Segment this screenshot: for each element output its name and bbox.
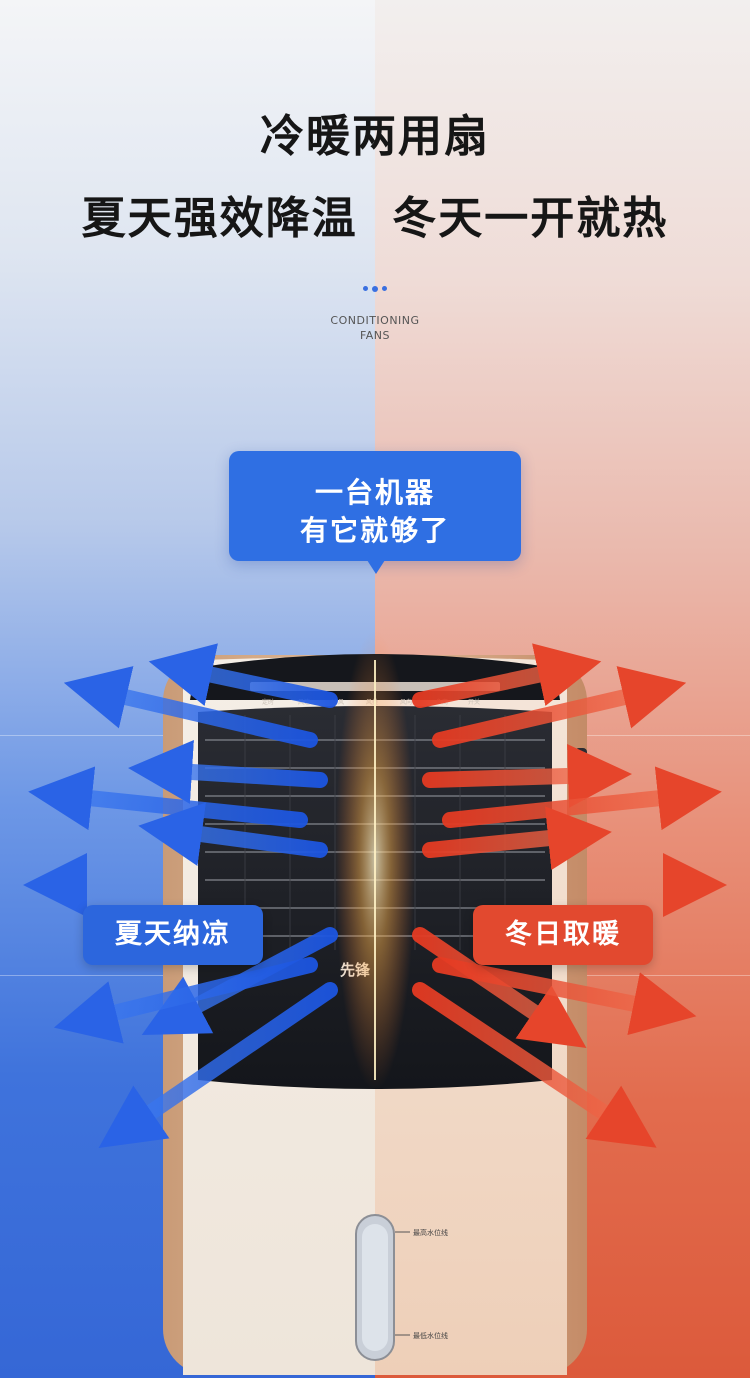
svg-text:风向: 风向 — [400, 698, 412, 706]
svg-text:冷风: 冷风 — [332, 698, 344, 706]
decorative-dots-icon — [361, 285, 389, 292]
svg-text:定时: 定时 — [262, 698, 274, 706]
bubble-tail-icon — [367, 560, 385, 574]
bubble-line1: 一台机器 — [314, 476, 435, 509]
cool-airflow-arrows — [23, 643, 338, 1149]
water-level-min-label: 最低水位线 — [413, 1331, 448, 1340]
subtitle-line2: FANS — [359, 329, 391, 342]
speech-bubble: 一台机器 有它就够了 — [229, 451, 521, 561]
headline-subtitle: 夏天强效降温 冬天一开就热 — [81, 193, 669, 244]
headline-title: 冷暖两用扇 — [260, 111, 490, 162]
subtitle-line1: CONDITIONING — [330, 314, 420, 327]
warm-airflow-arrows — [412, 643, 727, 1148]
svg-text:开关: 开关 — [468, 698, 480, 706]
bubble-line2: 有它就够了 — [299, 514, 450, 547]
warm-mode-tag: 冬日取暖 — [473, 905, 653, 965]
cool-mode-tag: 夏天纳凉 — [83, 905, 263, 965]
water-level-max-label: 最高水位线 — [413, 1228, 448, 1237]
